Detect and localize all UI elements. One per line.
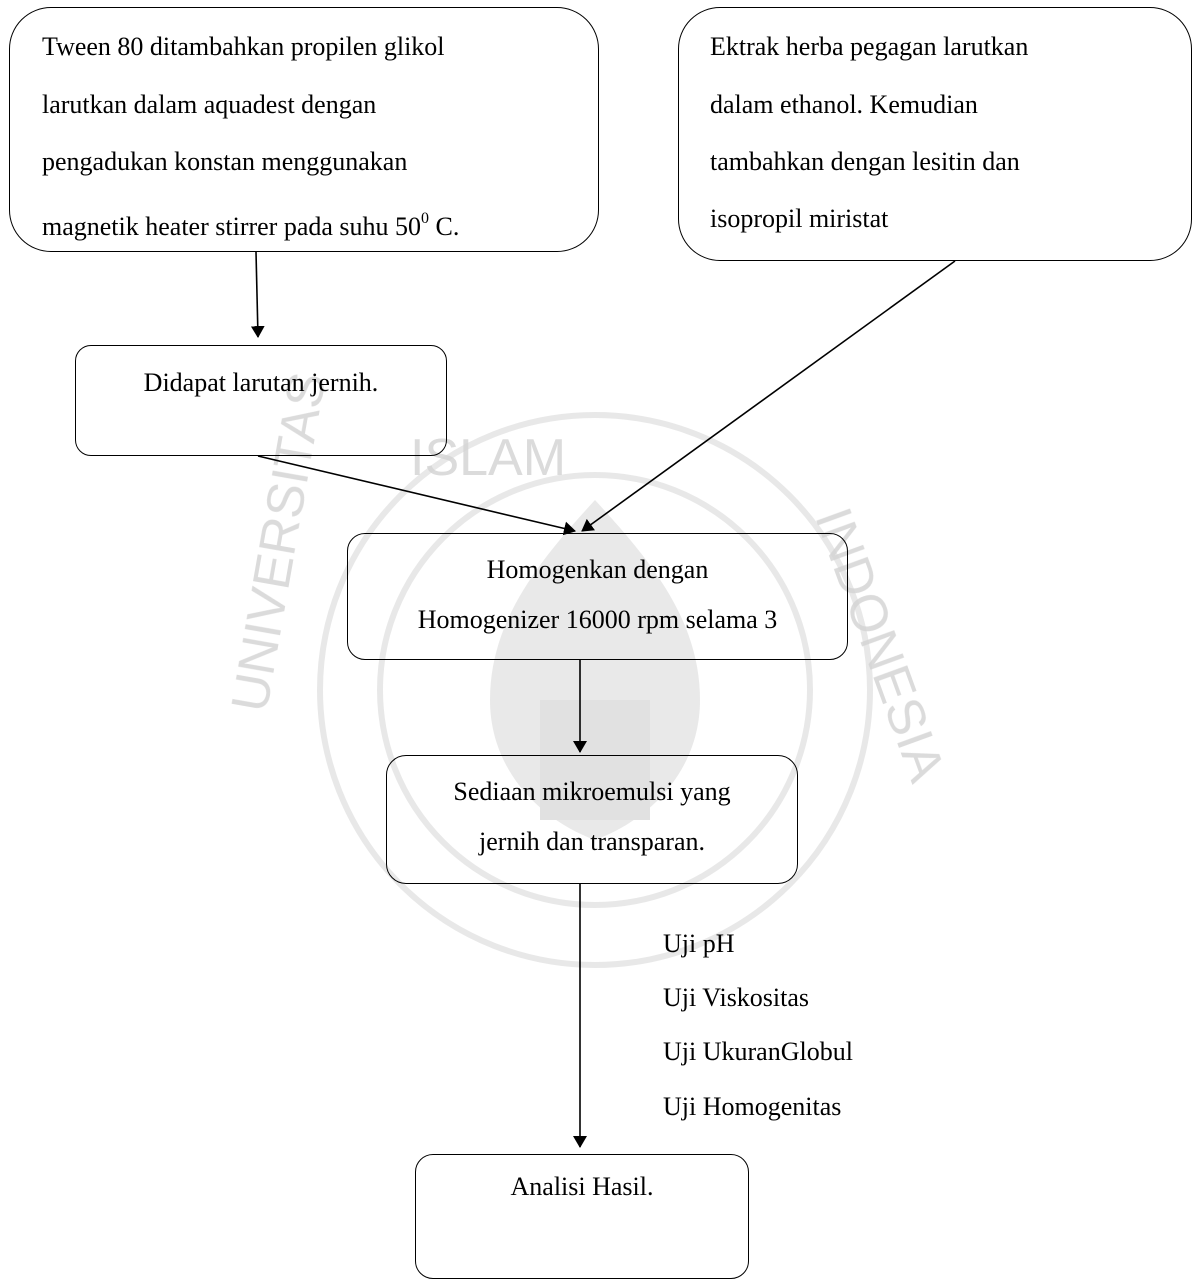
arrow-tween-to-larutan (250, 251, 265, 338)
tween-line-4-suffix: C. (429, 212, 460, 241)
tween-line-4-main: magnetik heater stirrer pada suhu 50 (42, 212, 422, 241)
tween-line-3: pengadukan konstan menggunakan (42, 147, 408, 176)
box-sediaan-mikroemulsi (386, 755, 798, 884)
ekstrak-line-3: tambahkan dengan lesitin dan (710, 147, 1020, 176)
test-item: Uji UkuranGlobul (663, 1037, 853, 1066)
test-item: Uji Homogenitas (663, 1092, 842, 1121)
homogen-line-2: Homogenizer 16000 rpm selama 3 (417, 605, 778, 634)
sediaan-line-1: Sediaan mikroemulsi yang (453, 777, 731, 806)
analisis-text: Analisi Hasil. (510, 1172, 654, 1201)
arrow-larutan-to-homogen (257, 455, 576, 536)
box-ekstrak-preparation (678, 7, 1192, 261)
test-item: Uji pH (663, 929, 735, 958)
box-homogenkan (347, 533, 848, 660)
box-larutan-jernih (75, 345, 447, 456)
sediaan-line-2: jernih dan transparan. (479, 827, 705, 856)
box-tween-preparation (9, 7, 599, 252)
arrow-ekstrak-to-homogen (581, 260, 956, 532)
ekstrak-line-4: isopropil miristat (710, 204, 889, 233)
homogen-line-1: Homogenkan dengan (486, 555, 709, 584)
larutan-text: Didapat larutan jernih. (143, 368, 379, 397)
ekstrak-line-2: dalam ethanol. Kemudian (710, 90, 978, 119)
tween-line-1: Tween 80 ditambahkan propilen glikol (42, 32, 445, 61)
tween-line-2: larutkan dalam aquadest dengan (42, 90, 377, 119)
test-item: Uji Viskositas (663, 983, 810, 1012)
degree-superscript: 0 (421, 210, 430, 227)
ekstrak-line-1: Ektrak herba pegagan larutkan (710, 32, 1029, 61)
tween-line-4: magnetik heater stirrer pada suhu 500 C. (42, 194, 459, 252)
svg-text:ISLAM: ISLAM (410, 429, 566, 487)
